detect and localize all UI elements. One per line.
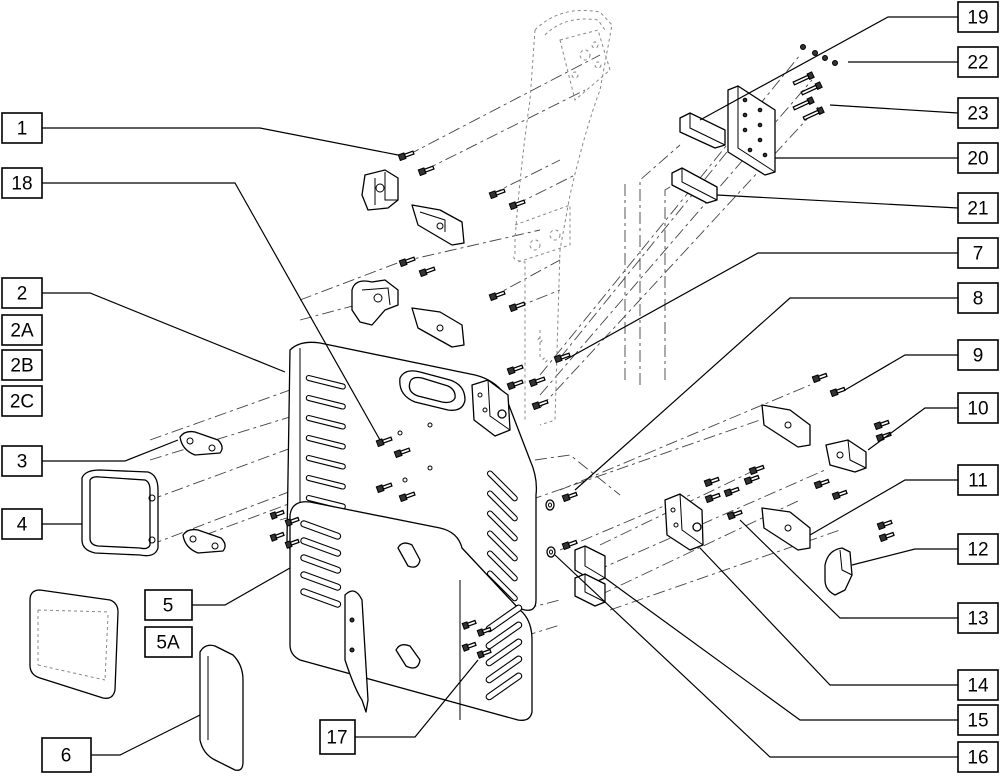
svg-text:13: 13 <box>967 609 988 630</box>
panel-hinge <box>471 379 511 437</box>
callout-9: 9 <box>957 339 999 371</box>
callout-17: 17 <box>319 719 356 755</box>
svg-text:3: 3 <box>17 452 28 473</box>
callout-19: 19 <box>957 1 999 33</box>
mid-clamp-bracket <box>351 279 399 326</box>
svg-text:7: 7 <box>973 244 984 265</box>
callout-6: 6 <box>41 737 92 773</box>
lower-spacer-block <box>671 167 718 204</box>
svg-text:1: 1 <box>17 119 28 140</box>
svg-text:12: 12 <box>967 540 988 561</box>
svg-text:6: 6 <box>61 746 72 767</box>
hinge-screws <box>506 352 571 411</box>
svg-text:8: 8 <box>973 289 984 310</box>
svg-text:5: 5 <box>163 596 174 617</box>
lower-hinge-14 <box>664 493 704 551</box>
svg-text:22: 22 <box>967 53 988 74</box>
panel-screws <box>375 436 416 503</box>
callout-1: 1 <box>1 112 43 144</box>
upper-clamp-bracket <box>361 169 399 211</box>
svg-text:4: 4 <box>17 515 28 536</box>
callout-2C: 2C <box>1 385 43 417</box>
lower-hinge-screws <box>703 464 765 521</box>
plate-screws <box>792 44 838 121</box>
callout-21: 21 <box>957 192 999 224</box>
callout-12: 12 <box>957 533 999 565</box>
lower-panel-screws <box>269 509 492 659</box>
callout-5: 5 <box>144 589 193 621</box>
svg-text:2B: 2B <box>10 356 33 377</box>
pad-spacer-upper <box>179 430 223 456</box>
hook-clamp-12 <box>824 519 895 596</box>
lower-right-plate-11 <box>761 478 848 551</box>
svg-text:15: 15 <box>967 711 988 732</box>
svg-text:23: 23 <box>967 104 988 125</box>
upper-hinge-plate <box>411 204 465 246</box>
clamp-10 <box>825 419 892 473</box>
callout-7: 7 <box>957 237 999 269</box>
callout-13: 13 <box>957 602 999 634</box>
upper-screws <box>397 150 526 313</box>
svg-text:10: 10 <box>967 399 988 420</box>
svg-text:19: 19 <box>967 8 988 29</box>
leader-lines <box>42 16 959 758</box>
svg-text:17: 17 <box>326 728 347 749</box>
callout-16: 16 <box>957 741 999 773</box>
spacer-blocks-15 <box>574 545 606 607</box>
callout-4: 4 <box>1 508 43 540</box>
callout-11: 11 <box>957 464 999 496</box>
top-spacer-block <box>679 112 726 149</box>
mid-hinge-plate <box>411 307 465 348</box>
svg-text:2A: 2A <box>10 321 34 342</box>
frame-post-hidden <box>513 9 613 426</box>
svg-text:21: 21 <box>967 199 988 220</box>
callout-23: 23 <box>957 97 999 129</box>
svg-text:2C: 2C <box>10 392 34 413</box>
callout-5A: 5A <box>144 626 193 658</box>
callout-2A: 2A <box>1 314 43 346</box>
callout-10: 10 <box>957 392 999 424</box>
callout-3: 3 <box>1 445 43 477</box>
foam-insert <box>29 589 119 699</box>
svg-text:16: 16 <box>967 748 988 769</box>
upper-right-plate-9 <box>761 372 846 448</box>
svg-text:11: 11 <box>968 471 988 492</box>
side-wing-panel <box>344 590 369 713</box>
callout-22: 22 <box>957 46 999 78</box>
washers-8-16 <box>545 491 578 558</box>
svg-text:18: 18 <box>11 174 32 195</box>
svg-text:9: 9 <box>973 346 984 367</box>
callout-2: 2 <box>1 277 43 309</box>
side-pad <box>199 644 244 771</box>
svg-text:20: 20 <box>967 149 988 170</box>
svg-text:2: 2 <box>17 284 28 305</box>
callout-20: 20 <box>957 142 999 174</box>
svg-text:14: 14 <box>967 676 989 697</box>
callout-18: 18 <box>1 167 43 199</box>
back-cushion-cover <box>81 469 159 557</box>
svg-text:5A: 5A <box>156 633 180 654</box>
callout-2B: 2B <box>1 349 43 381</box>
pad-spacer-lower <box>182 528 226 554</box>
callout-8: 8 <box>957 282 999 314</box>
callout-14: 14 <box>957 669 999 701</box>
callout-15: 15 <box>957 704 999 736</box>
mounting-plate <box>727 85 776 176</box>
